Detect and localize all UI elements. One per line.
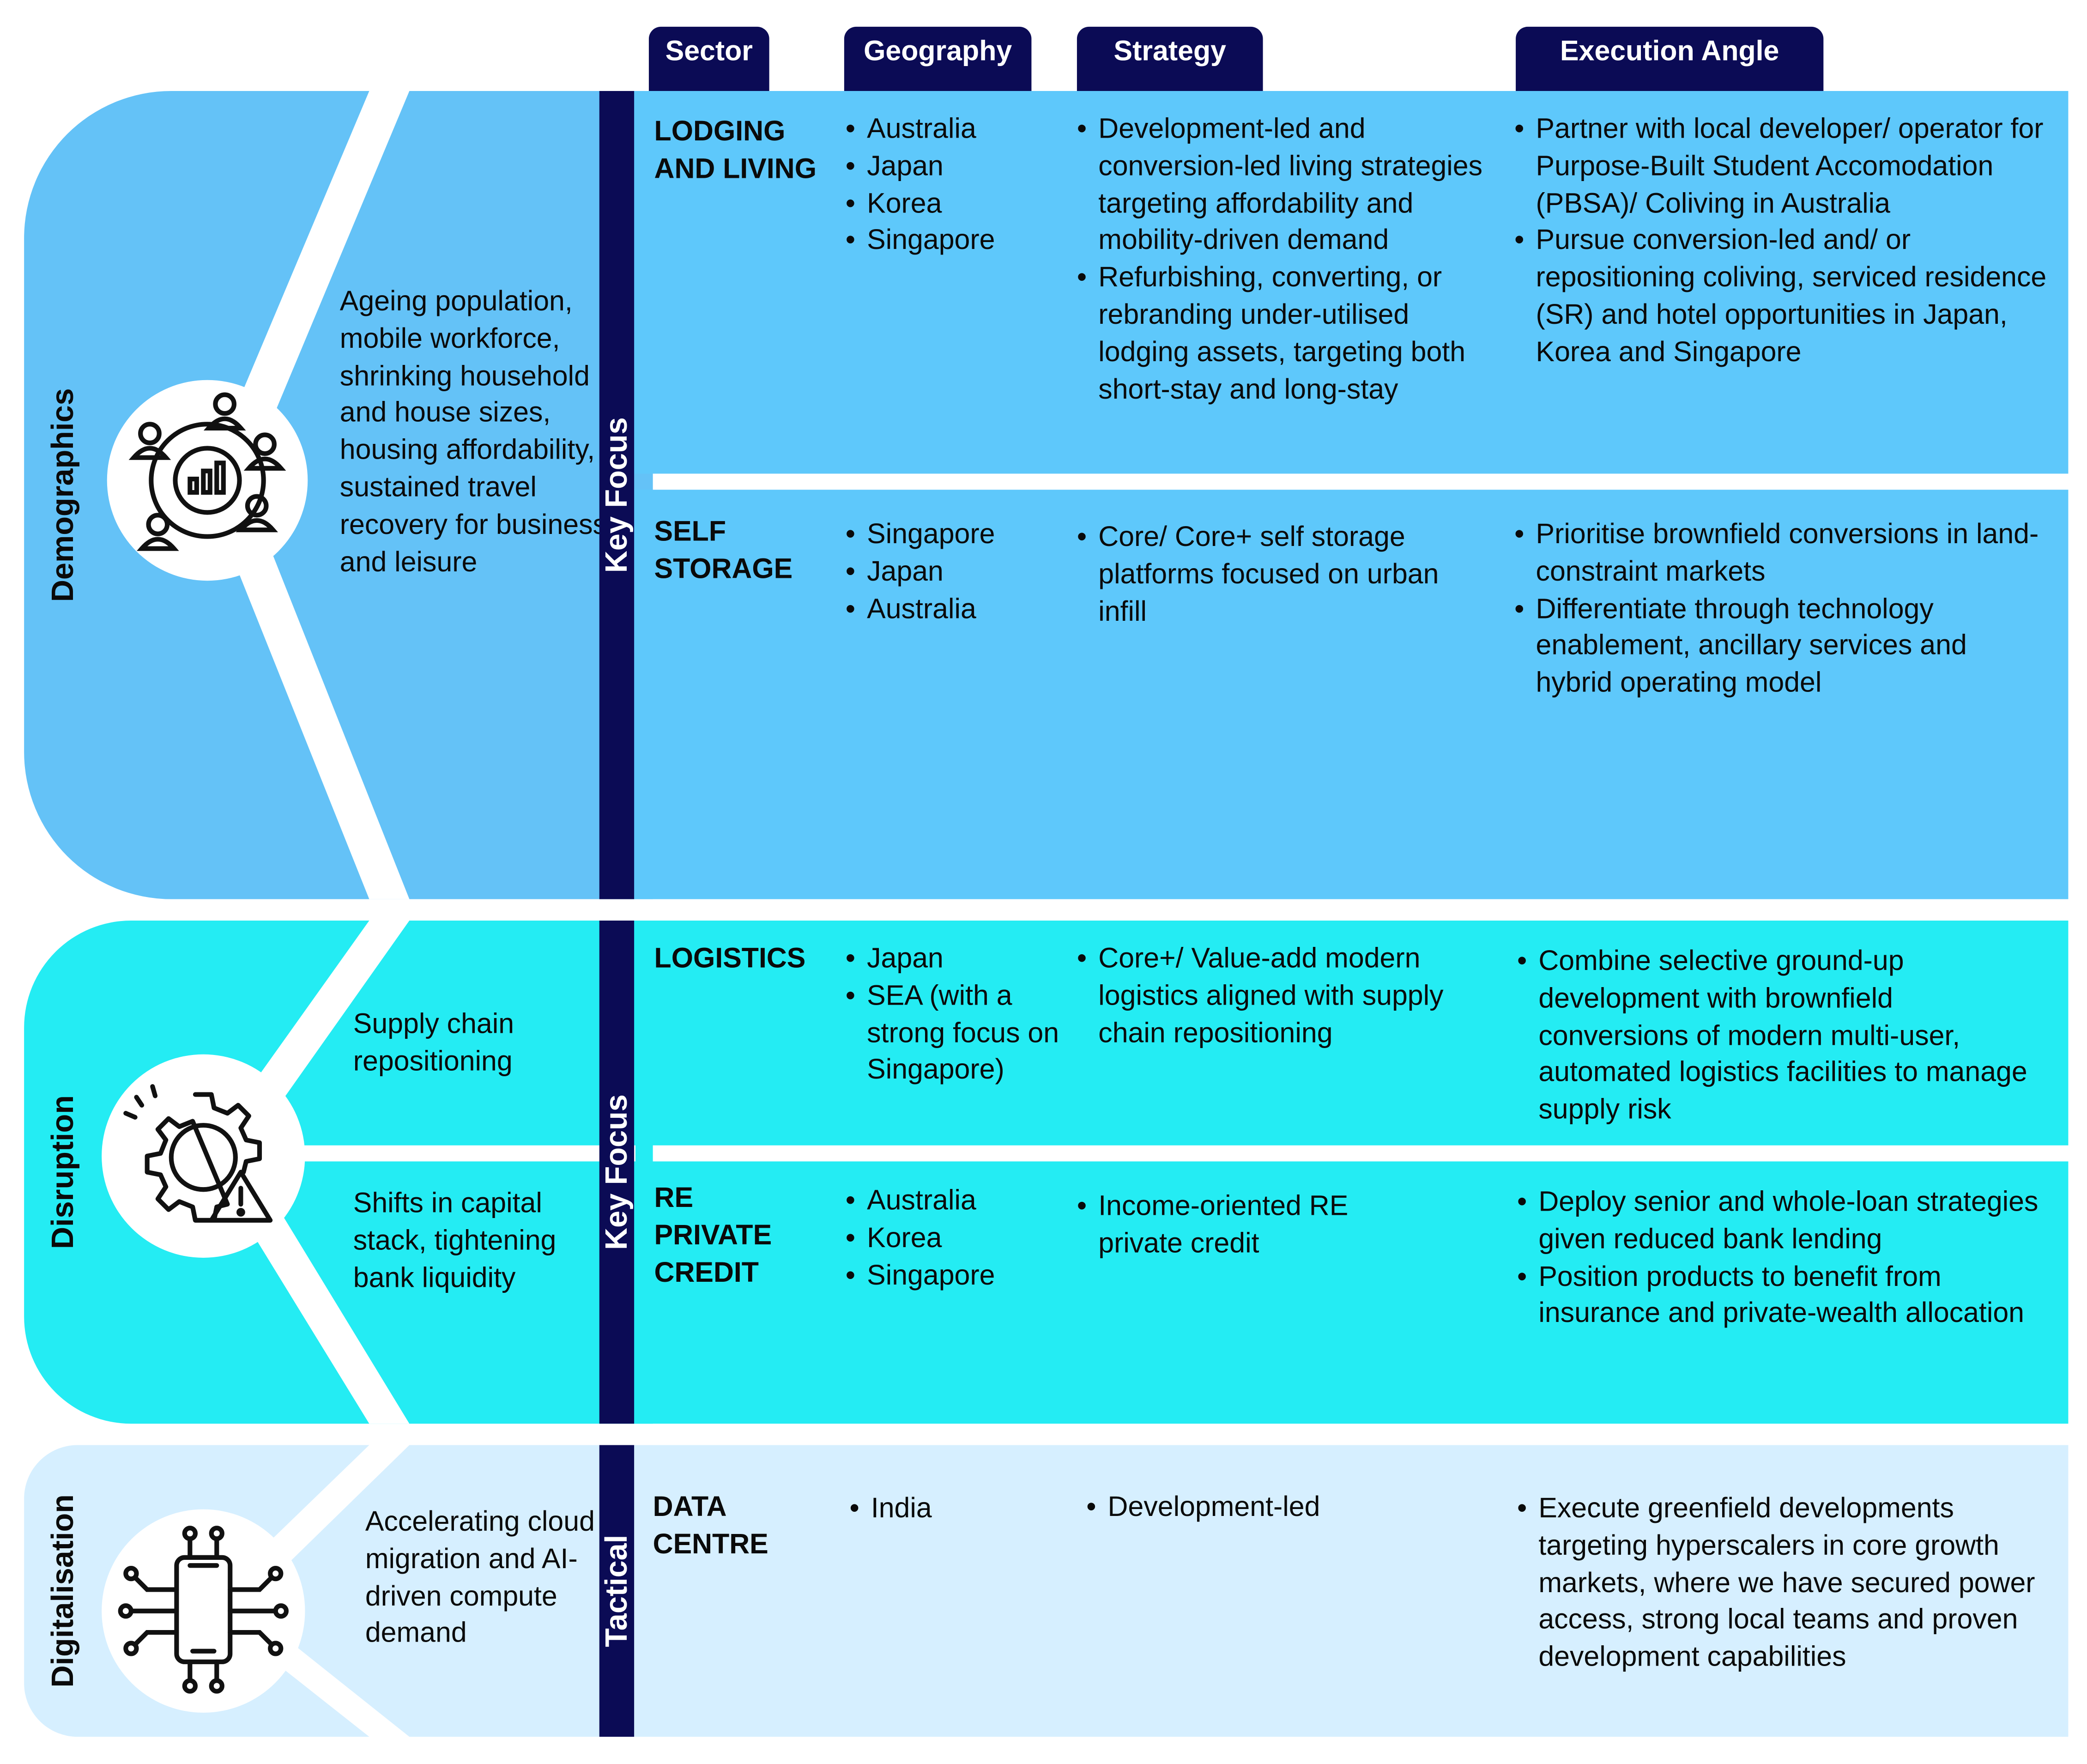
digitalisation-driver: Accelerating cloud migration and AI-driv… — [365, 1506, 595, 1649]
key-focus-label: Key Focus — [599, 1094, 634, 1250]
list-item: Development-led and conversion-led livin… — [1077, 111, 1505, 260]
list-item: Singapore — [846, 1257, 1066, 1295]
list-item: Prioritise brownfield conversions in lan… — [1514, 516, 2050, 591]
list-item: Combine selective ground-up development … — [1517, 943, 2039, 1129]
list-item: Singapore — [846, 223, 1066, 260]
header-strategy-label: Strategy — [1113, 36, 1226, 67]
strategy-datacentre: Development-led — [1086, 1489, 1461, 1527]
key-focus-bar-demographics: Key Focus — [599, 91, 635, 899]
smartphone-circuit-icon — [118, 1526, 289, 1694]
demographics-icon-circle — [107, 380, 308, 581]
list-item: Refurbishing, converting, or rebranding … — [1077, 260, 1505, 409]
sector-logistics: LOGISTICS — [654, 943, 806, 974]
theme-disruption-label: Disruption — [45, 1095, 80, 1249]
list-item: Australia — [846, 591, 1066, 628]
list-item: Partner with local developer/ operator f… — [1514, 111, 2056, 223]
header-geography-label: Geography — [864, 36, 1012, 67]
list-item: Korea — [846, 1220, 1066, 1257]
strategy-credit: Income-oriented RE private credit — [1077, 1188, 1425, 1262]
header-execution-angle: Execution Angle — [1516, 26, 1824, 91]
list-item: India — [849, 1491, 1063, 1528]
list-item: Australia — [846, 111, 1066, 148]
strategy-storage: Core/ Core+ self storage platforms focus… — [1077, 519, 1478, 631]
execution-logistics: Combine selective ground-up development … — [1517, 943, 2039, 1129]
people-chart-icon — [128, 392, 286, 551]
header-execution-label: Execution Angle — [1560, 36, 1779, 67]
theme-digitalisation-label: Digitalisation — [45, 1494, 80, 1688]
disruption-icon-circle — [102, 1054, 305, 1258]
geography-lodging: Australia Japan Korea Singapore — [846, 111, 1066, 260]
list-item: Korea — [846, 185, 1066, 223]
list-item: Core/ Core+ self storage platforms focus… — [1077, 519, 1478, 631]
disruption-driver-capital-stack: Shifts in capital stack, tightening bank… — [353, 1188, 557, 1294]
strategy-logistics: Core+/ Value-add modern logistics aligne… — [1077, 940, 1465, 1052]
geography-logistics: Japan SEA (with a strong focus on Singap… — [846, 940, 1073, 1089]
header-sector: Sector — [648, 26, 769, 91]
sector-data-centre: DATA CENTRE — [653, 1491, 768, 1560]
sector-re-private-credit: RE PRIVATE CREDIT — [654, 1182, 772, 1288]
strategy-lodging: Development-led and conversion-led livin… — [1077, 111, 1505, 408]
execution-datacentre: Execute greenfield developments targetin… — [1517, 1491, 2066, 1677]
list-item: Japan — [846, 554, 1066, 591]
geography-storage: Singapore Japan Australia — [846, 516, 1066, 628]
geography-datacentre: India — [849, 1491, 1063, 1528]
geography-credit: Australia Korea Singapore — [846, 1183, 1066, 1295]
header-strategy: Strategy — [1077, 26, 1263, 91]
demographics-driver: Ageing population, mobile workforce, shr… — [339, 286, 607, 578]
list-item: Position products to benefit from insura… — [1517, 1259, 2066, 1333]
theme-demographics-label: Demographics — [45, 388, 80, 602]
list-item: Japan — [846, 940, 1073, 978]
sector-self-storage: SELF STORAGE — [654, 516, 793, 585]
list-item: Deploy senior and whole-loan strategies … — [1517, 1184, 2066, 1259]
list-item: Income-oriented RE private credit — [1077, 1188, 1425, 1262]
theme-demographics: Demographics — [24, 91, 102, 899]
execution-lodging: Partner with local developer/ operator f… — [1514, 111, 2056, 371]
disruption-driver-supply-chain: Supply chain repositioning — [353, 1009, 514, 1077]
tactical-label: Tactical — [599, 1534, 634, 1647]
list-item: Development-led — [1086, 1489, 1461, 1527]
list-item: Japan — [846, 148, 1066, 186]
list-item: Differentiate through technology enablem… — [1514, 591, 2050, 703]
digitalisation-icon-circle — [102, 1509, 305, 1713]
list-item: Execute greenfield developments targetin… — [1517, 1491, 2066, 1677]
execution-credit: Deploy senior and whole-loan strategies … — [1517, 1184, 2066, 1333]
list-item: SEA (with a strong focus on Singapore) — [846, 978, 1073, 1090]
list-item: Core+/ Value-add modern logistics aligne… — [1077, 940, 1465, 1052]
theme-digitalisation: Digitalisation — [24, 1445, 102, 1737]
header-sector-label: Sector — [665, 36, 753, 67]
list-item: Australia — [846, 1183, 1066, 1220]
sector-lodging-living: LODGING AND LIVING — [654, 116, 817, 185]
header-geography: Geography — [844, 26, 1032, 91]
list-item: Pursue conversion-led and/ or reposition… — [1514, 223, 2056, 371]
key-focus-label: Key Focus — [599, 417, 634, 573]
tactical-bar-digitalisation: Tactical — [599, 1445, 635, 1737]
list-item: Singapore — [846, 516, 1066, 554]
execution-storage: Prioritise brownfield conversions in lan… — [1514, 516, 2050, 703]
theme-disruption: Disruption — [24, 921, 102, 1424]
key-focus-bar-disruption: Key Focus — [599, 920, 635, 1424]
gear-warning-icon — [123, 1084, 273, 1223]
